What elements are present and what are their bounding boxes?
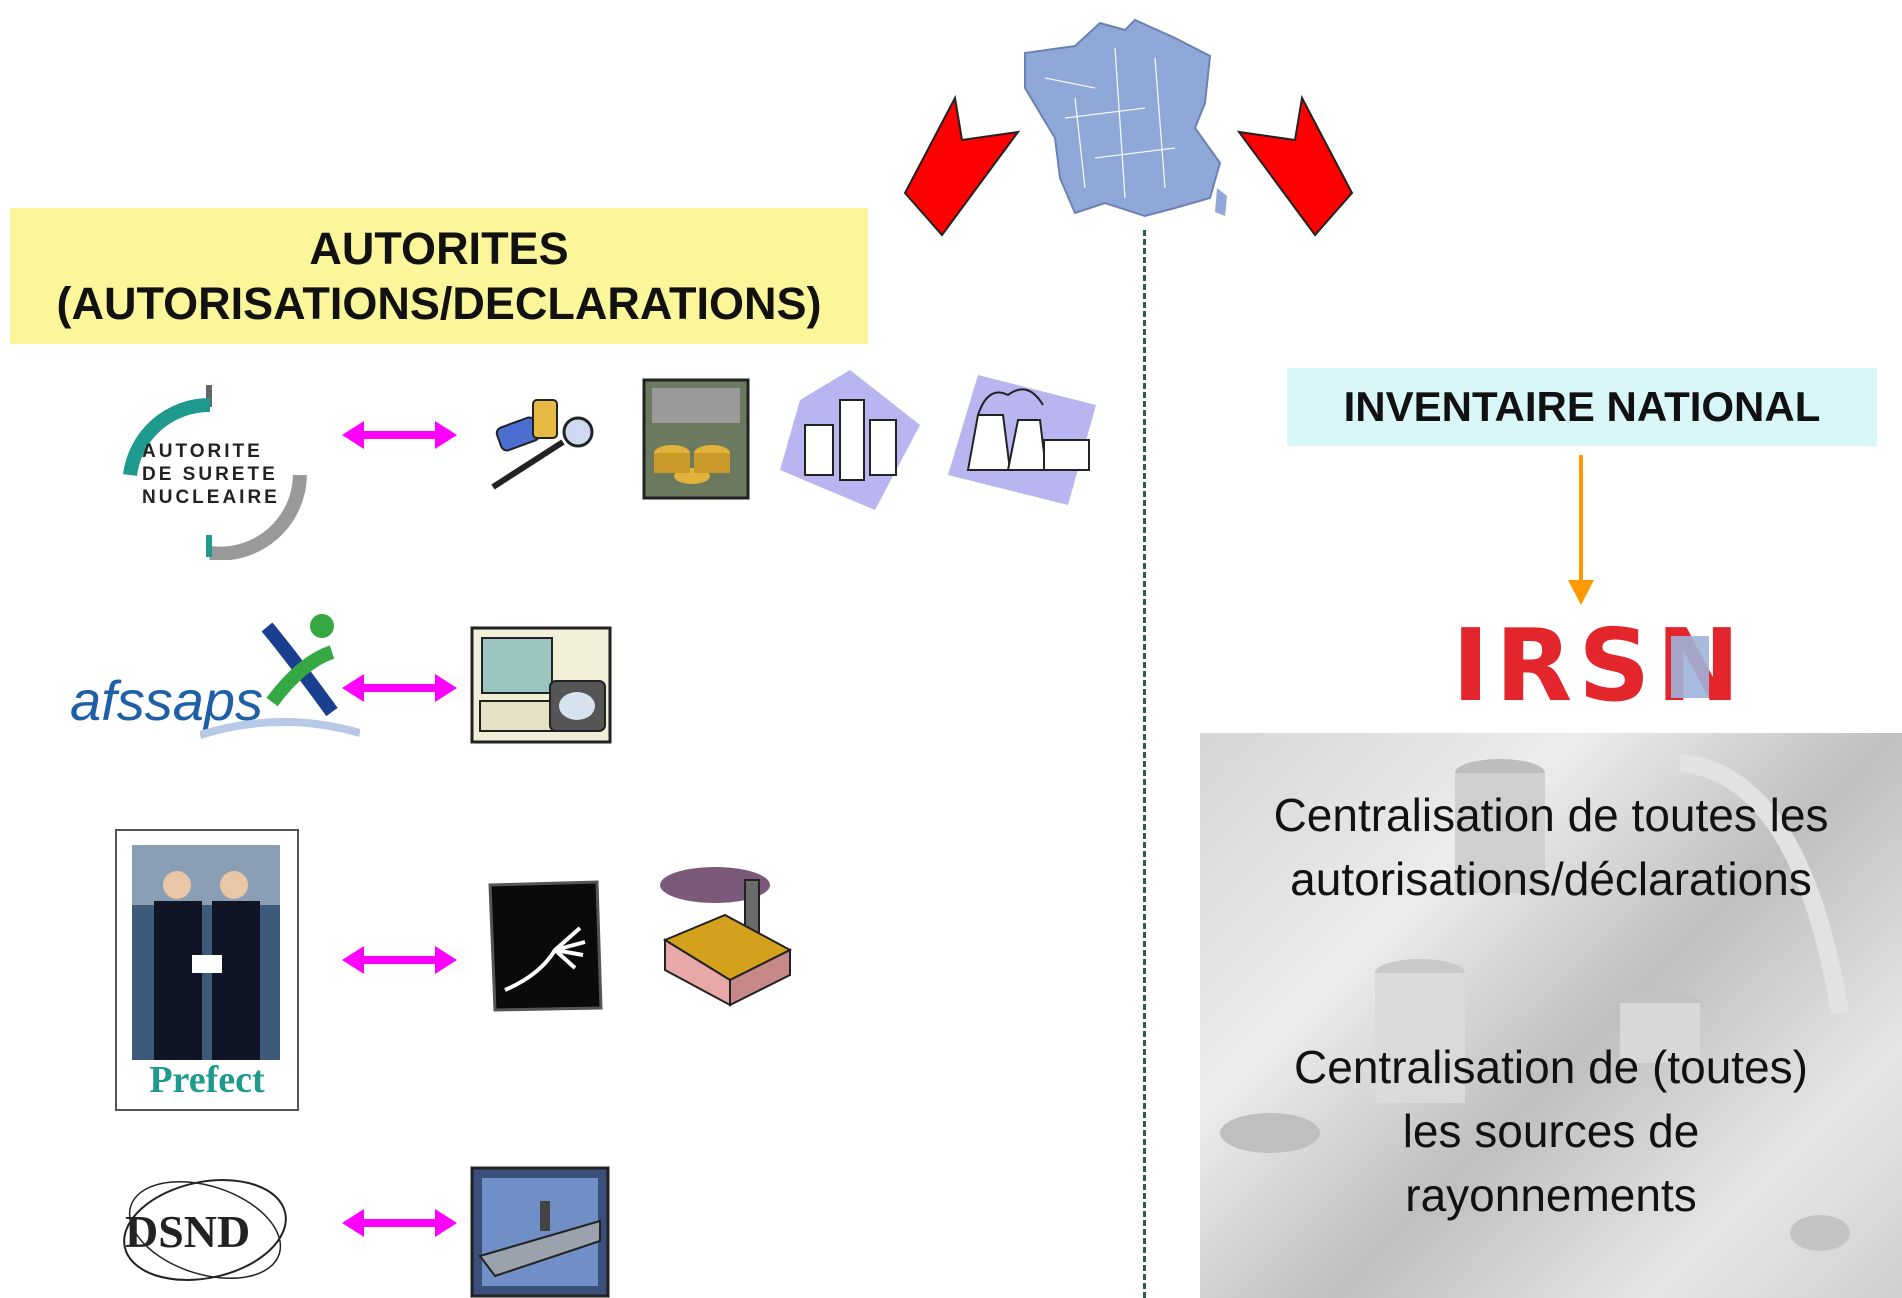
irsn-n-overlay — [1671, 636, 1709, 698]
double-arrow-icon — [342, 1209, 457, 1237]
prefect-label: Prefect — [149, 1059, 265, 1101]
prefect-photo-icon — [132, 845, 280, 1060]
afssaps-logo-text: afssaps — [70, 669, 263, 732]
national-inventory-title: INVENTAIRE NATIONAL — [1287, 368, 1877, 446]
centralisation-panel: Centralisation de toutes les autorisatio… — [1200, 733, 1902, 1298]
vertical-divider — [1143, 230, 1146, 1298]
dsnd-orbit-icon — [123, 1179, 287, 1281]
asn-logo-icon — [123, 385, 307, 560]
centralisation-sources-text: Centralisation de (toutes) les sources d… — [1294, 1041, 1808, 1221]
nuclear-power-plant-icon — [948, 375, 1096, 505]
industrial-barrels-icon — [642, 378, 750, 500]
xray-hand-icon — [488, 880, 603, 1012]
medical-scanner-icon — [470, 626, 612, 744]
left-red-chevron-icon — [903, 94, 1021, 237]
afssaps-figure-icon — [262, 614, 338, 717]
authorities-title: AUTORITES — [309, 223, 569, 274]
orange-down-arrow-icon — [1568, 455, 1594, 605]
double-arrow-icon — [342, 421, 457, 449]
laboratory-glassware-icon — [780, 370, 920, 510]
asn-logo-text: AUTORITE DE SURETE NUCLEAIRE — [142, 441, 280, 508]
france-map-icon — [1024, 18, 1227, 218]
afssaps-swoosh-icon — [200, 717, 360, 739]
right-red-chevron-icon — [1236, 94, 1354, 237]
dsnd-logo-text: DSND — [125, 1206, 251, 1257]
double-arrow-icon — [342, 674, 457, 702]
authorities-subtitle: (AUTORISATIONS/DECLARATIONS) — [56, 278, 822, 329]
metal-parts-background-icon — [1220, 754, 1850, 1251]
double-arrow-icon — [342, 946, 457, 974]
medical-syringe-icon — [491, 399, 594, 490]
authorities-title-box: AUTORITES (AUTORISATIONS/DECLARATIONS) — [10, 208, 868, 344]
aircraft-carrier-icon — [470, 1166, 610, 1298]
factory-icon — [660, 867, 793, 1007]
centralisation-authorisations-text: Centralisation de toutes les autorisatio… — [1273, 789, 1829, 905]
